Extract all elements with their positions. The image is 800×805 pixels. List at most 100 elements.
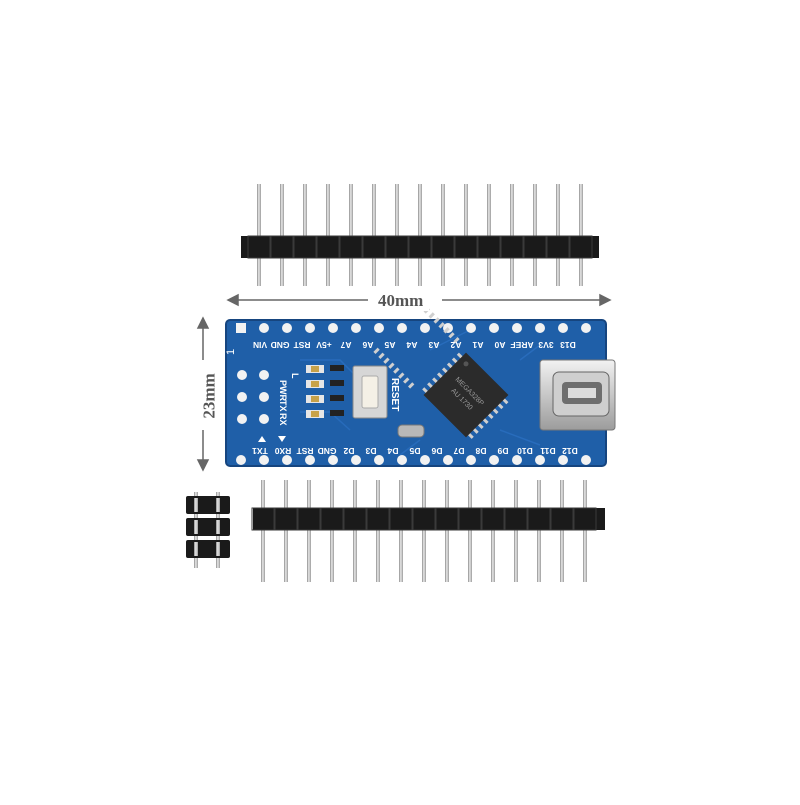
header-segment — [500, 235, 524, 259]
chip-leg — [373, 347, 380, 354]
chip-leg — [388, 362, 395, 369]
chip-leg — [428, 312, 435, 319]
chip-leg — [378, 352, 385, 359]
header-pin — [257, 184, 261, 286]
height-dimension-label: 23mm — [199, 369, 220, 423]
header-segment — [362, 235, 386, 259]
header-pin — [468, 480, 472, 582]
bottom-pin-label: D5 — [409, 446, 420, 456]
chip-leg — [398, 372, 405, 379]
bottom-pin-label: GND — [318, 446, 337, 456]
header-pin — [307, 480, 311, 582]
header-segment — [320, 507, 344, 531]
icsp-pin-top — [194, 520, 198, 534]
header-pin — [441, 184, 445, 286]
bottom-pin-label: D7 — [453, 446, 464, 456]
header-segment — [316, 235, 340, 259]
header-pin — [556, 184, 560, 286]
header-segment — [569, 235, 593, 259]
icsp-plastic — [186, 540, 230, 558]
icsp-pin-top — [194, 498, 198, 512]
header-pin — [353, 480, 357, 582]
board-pad — [558, 323, 568, 333]
board-pad — [236, 323, 246, 333]
board-pad — [259, 455, 269, 465]
top-pin-label: A5 — [384, 340, 395, 350]
header-pin — [579, 184, 583, 286]
mini-usb-port — [539, 359, 616, 431]
header-segment — [339, 235, 363, 259]
top-pin-label: GND — [271, 340, 290, 350]
header-pin — [422, 480, 426, 582]
header-segment — [385, 235, 409, 259]
header-pin — [399, 480, 403, 582]
header-pin — [560, 480, 564, 582]
header-pin — [533, 184, 537, 286]
bottom-pin-label: D12 — [562, 446, 578, 456]
header-pin — [510, 184, 514, 286]
header-pin — [349, 184, 353, 286]
board-pads — [236, 323, 591, 465]
board-pad — [351, 455, 361, 465]
top-pin-label: RST — [293, 340, 311, 350]
icsp-pin-top — [194, 542, 198, 556]
top-pin-label: A0 — [494, 340, 505, 350]
header-pin — [395, 184, 399, 286]
header-pin — [303, 184, 307, 286]
header-segment — [573, 507, 597, 531]
header-segment — [550, 507, 574, 531]
board-pad — [558, 455, 568, 465]
header-pin — [537, 480, 541, 582]
header-segment — [546, 235, 570, 259]
header-pin — [280, 184, 284, 286]
board-pad — [351, 323, 361, 333]
bottom-pin-label: D8 — [475, 446, 486, 456]
bottom-pin-label: RST — [296, 446, 314, 456]
top-pin-header — [241, 184, 599, 286]
chip-leg — [383, 357, 390, 364]
header-segment — [481, 507, 505, 531]
led-label-tx: TX — [278, 400, 288, 412]
chip-leg — [453, 337, 460, 344]
icsp-pin-top — [216, 498, 220, 512]
header-pin — [514, 480, 518, 582]
board-pad — [305, 323, 315, 333]
board-pad — [512, 323, 522, 333]
bottom-pin-label: D9 — [497, 446, 508, 456]
header-pin — [418, 184, 422, 286]
led-label-l: L — [290, 373, 300, 379]
top-pin-label: A6 — [362, 340, 373, 350]
led-label-rx: RX — [278, 413, 288, 426]
header-segment — [458, 507, 482, 531]
icsp-plastic — [186, 518, 230, 536]
chip-leg — [443, 327, 450, 334]
header-pin — [583, 480, 587, 582]
microcontroller-chip: MEGA328P AU 1730 — [373, 302, 509, 439]
led-label-pwr: PWR — [278, 380, 288, 401]
board-pad — [581, 455, 591, 465]
header-segment — [431, 235, 455, 259]
header-plastic — [253, 508, 605, 530]
board-pad — [489, 323, 499, 333]
header-pin — [330, 480, 334, 582]
board-pad — [512, 455, 522, 465]
header-segment — [435, 507, 459, 531]
bottom-pin-label: D11 — [540, 446, 555, 456]
icsp-header — [186, 492, 230, 568]
board-pad — [374, 323, 384, 333]
top-pin-label: D13 — [560, 340, 576, 350]
board-pad — [374, 455, 384, 465]
header-segment — [343, 507, 367, 531]
chip-leg — [448, 332, 455, 339]
board-pad — [282, 455, 292, 465]
board-pad — [397, 323, 407, 333]
board-pad — [443, 455, 453, 465]
top-pin-label: VIN — [253, 340, 267, 350]
header-segment — [366, 507, 390, 531]
bottom-pin-label: TX1 — [252, 446, 268, 456]
board-pad — [489, 455, 499, 465]
header-segment — [389, 507, 413, 531]
left-pads — [237, 370, 269, 424]
